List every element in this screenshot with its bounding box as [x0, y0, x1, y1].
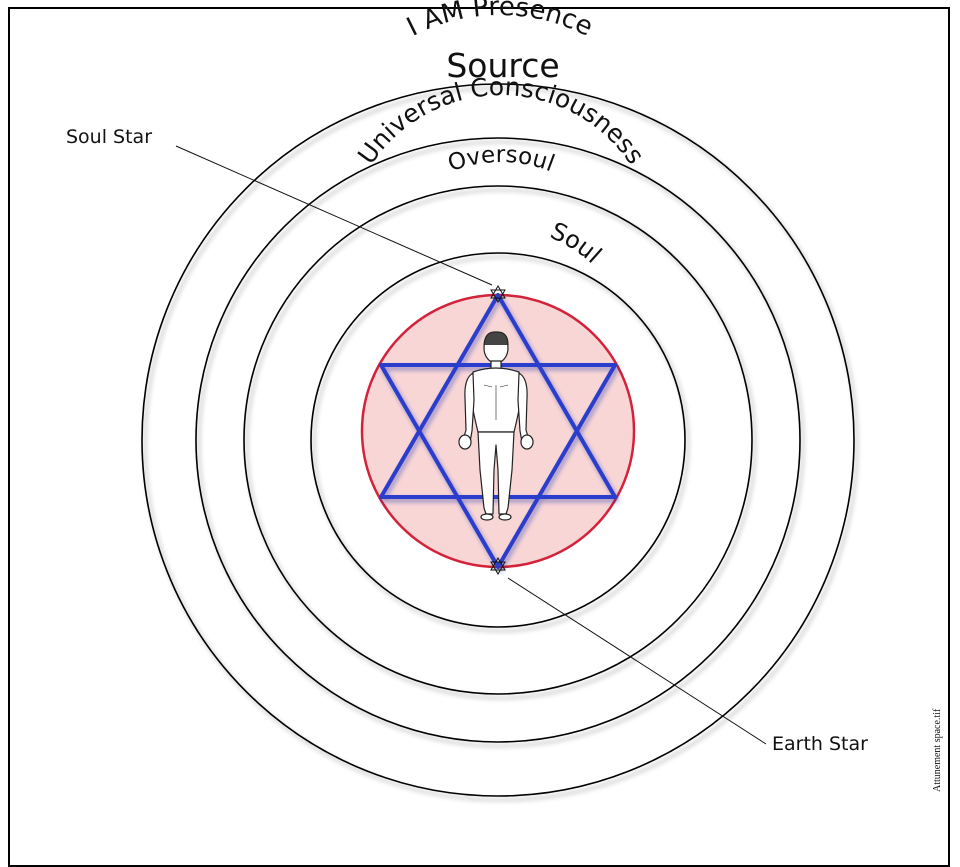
callout-earth-star: Earth Star — [772, 733, 868, 755]
label-i-am-presence: I AM Presence — [402, 0, 597, 43]
earth-star-leader-line — [508, 578, 766, 744]
side-caption: Attunement space.tif — [932, 708, 943, 792]
label-oversoul: Oversoul — [445, 142, 558, 177]
soul-star-leader-line — [176, 146, 492, 285]
callout-soul-star: Soul Star — [66, 126, 152, 148]
label-soul: Soul — [546, 217, 607, 269]
